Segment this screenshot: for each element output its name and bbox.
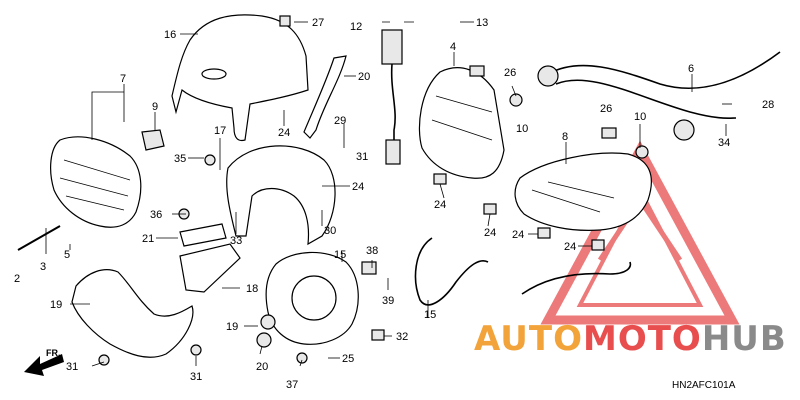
callout-4: 4 (450, 41, 456, 53)
callout-13: 15 (424, 309, 436, 321)
wire-13 (414, 237, 489, 306)
callout-33: 33 (230, 235, 242, 247)
strip-20 (303, 55, 347, 139)
diagram-code: HN2AFC101A (672, 380, 736, 391)
callout-26a: 26 (504, 67, 516, 79)
callout-21: 21 (142, 233, 154, 245)
bulb-9 (141, 129, 165, 151)
callout-38: 38 (366, 245, 378, 257)
callout-24c: 24 (512, 229, 524, 241)
callout-24d: 24 (564, 241, 576, 253)
harness-6 (547, 51, 781, 90)
callout-23: 24 (278, 127, 290, 139)
callout-36: 37 (286, 379, 298, 391)
callout-30: 31 (66, 361, 78, 373)
callout-17: 19 (50, 299, 62, 311)
socket-left (537, 65, 559, 87)
callout-20: 20 (358, 71, 370, 83)
callout-34: 34 (718, 137, 730, 149)
housing-opening (291, 275, 337, 321)
callout-29: 29 (334, 115, 346, 127)
callout-37: 36 (150, 209, 162, 221)
upper-cover-14 (171, 14, 309, 142)
callout-3: 3 (40, 261, 46, 273)
leader-lines (45, 21, 732, 367)
callout-10a: 10 (516, 123, 528, 135)
lower-cover-17 (71, 269, 194, 358)
harness-6b (555, 79, 737, 120)
cover-emblem (201, 68, 227, 80)
callout-2: 2 (14, 273, 20, 285)
callout-19b: 20 (256, 361, 268, 373)
watermark-text-auto: AUTOMOTOHUB (474, 319, 787, 359)
callout-8: 8 (562, 131, 568, 143)
front-direction-label: FR. (46, 348, 61, 358)
callout-9: 9 (152, 101, 158, 113)
callout-31b: 31 (190, 371, 202, 383)
callout-24a: 24 (434, 199, 446, 211)
socket-11 (381, 29, 403, 65)
callout-12: 13 (476, 17, 488, 29)
callout-18: 18 (246, 283, 258, 295)
callout-22: 24 (352, 181, 364, 193)
callout-28: 28 (762, 99, 774, 111)
callout-16: 17 (214, 125, 226, 137)
callout-24b: 24 (484, 227, 496, 239)
callout-26b: 26 (600, 103, 612, 115)
headlight-lens-lines (59, 159, 131, 211)
callout-5: 5 (64, 249, 70, 261)
callout-25: 25 (342, 353, 354, 365)
stay-21 (179, 223, 227, 247)
callout-35: 35 (174, 153, 186, 165)
callout-14: 16 (164, 29, 176, 41)
headlight8-inner-lines (531, 181, 615, 213)
callout-10b: 10 (634, 111, 646, 123)
socket-connector (385, 139, 401, 165)
callout-7: 7 (120, 73, 126, 85)
headlight-inner-lines (431, 95, 493, 141)
socket-right (673, 119, 695, 141)
headlight-4 (418, 67, 505, 179)
callout-15: 15 (334, 249, 346, 261)
callout-27: 27 (312, 17, 324, 29)
headlight-8 (514, 152, 652, 231)
callout-6: 6 (688, 63, 694, 75)
inner-shroud-22 (226, 145, 336, 246)
callout-11: 12 (350, 21, 362, 33)
callout-31a: 30 (324, 225, 336, 237)
socket-wire (390, 63, 396, 160)
wire-right (521, 261, 632, 295)
stay-18 (179, 243, 241, 293)
callout-19a: 19 (226, 321, 238, 333)
callout-39: 39 (382, 295, 394, 307)
callout-32b: 32 (396, 331, 408, 343)
front-direction-arrow (24, 354, 64, 376)
callout-32a: 31 (356, 151, 368, 163)
headlight-7 (50, 136, 142, 228)
